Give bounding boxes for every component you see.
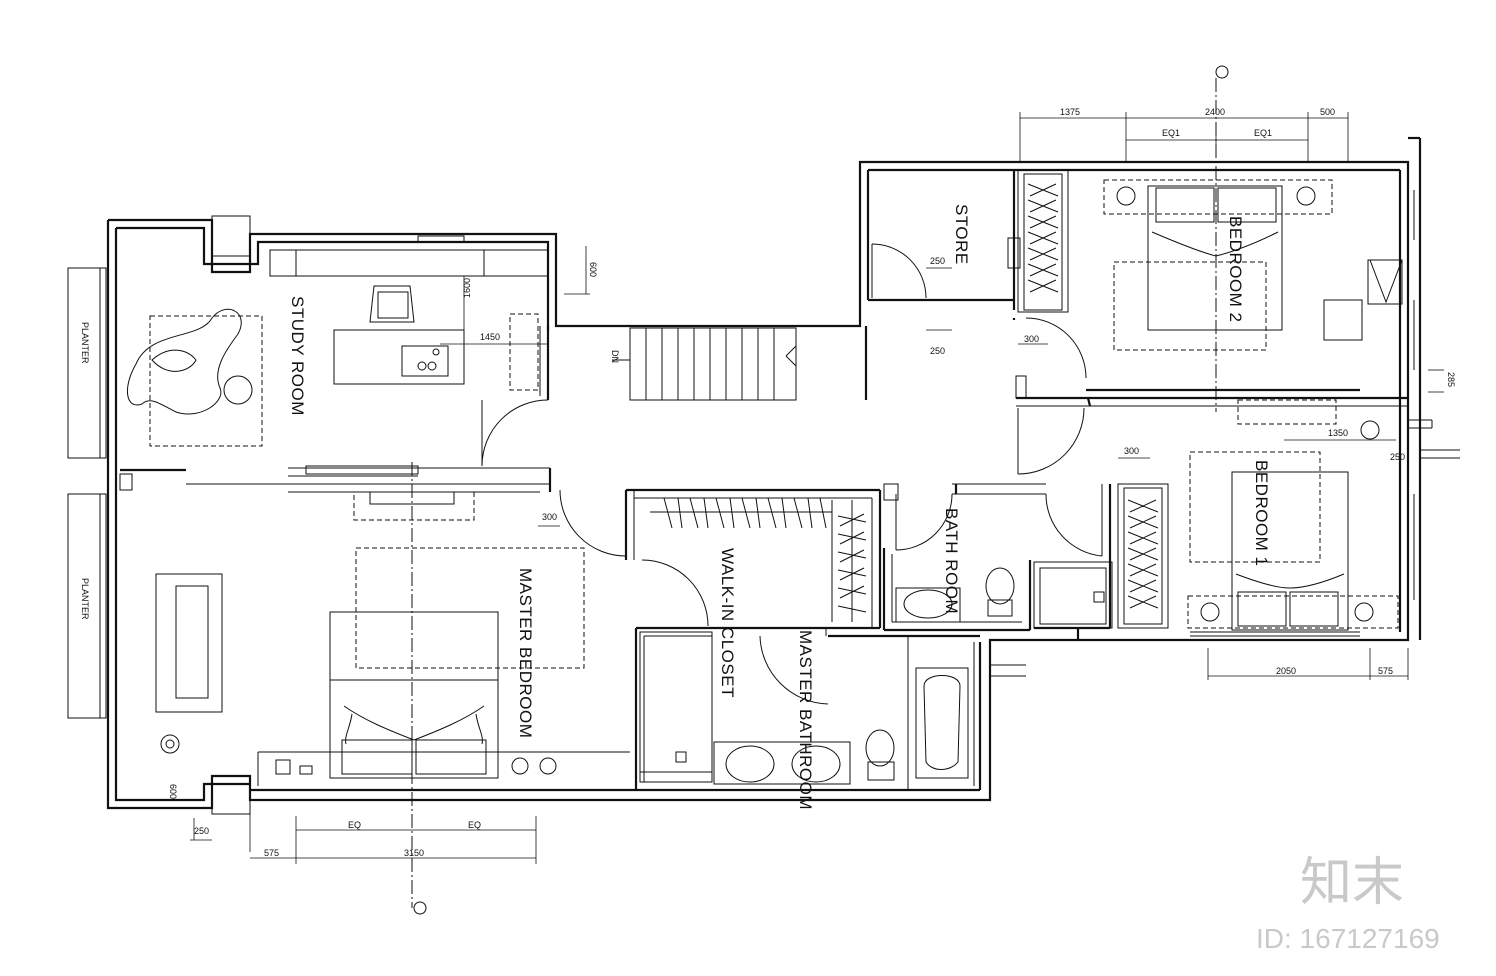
dim-2050: 2050 — [1276, 666, 1296, 676]
bedroom1-furniture — [1187, 420, 1399, 631]
bath-fixtures — [675, 567, 1105, 785]
windows — [417, 190, 1415, 637]
bedroom2-furniture — [1103, 179, 1403, 425]
dim-500: 500 — [1320, 107, 1335, 117]
planter-bottom: PLANTER — [67, 493, 107, 719]
wardrobes — [650, 169, 1169, 629]
center-lines — [411, 65, 1229, 915]
master-bedroom-label: MASTER BEDROOM — [516, 568, 535, 738]
master-bathroom-label: MASTER BATHROOM — [796, 630, 815, 810]
doors — [481, 243, 1103, 705]
bedroom2-label: BEDROOM 2 — [1226, 216, 1245, 323]
dim-300-a: 300 — [1024, 334, 1039, 344]
interior-walls — [120, 170, 1408, 790]
dim-2400: 2400 — [1205, 107, 1225, 117]
dim-575-a: 575 — [1378, 666, 1393, 676]
planter-bottom-label: PLANTER — [80, 578, 90, 620]
dim-600-b: 600 — [168, 784, 178, 799]
study-furniture — [126, 249, 549, 447]
dimension-lines — [190, 112, 1444, 864]
staircase: DN — [610, 326, 868, 401]
bedroom1-label: BEDROOM 1 — [1252, 460, 1271, 567]
study-room-label: STUDY ROOM — [288, 296, 307, 416]
dim-300-c: 300 — [542, 512, 557, 522]
exterior-walls — [106, 136, 1460, 815]
dim-eq1-a: EQ1 — [1162, 128, 1180, 138]
dim-1600: 1600 — [462, 278, 472, 298]
dim-1450: 1450 — [480, 332, 500, 342]
store-label: STORE — [952, 204, 971, 265]
dim-250-c: 250 — [1390, 452, 1405, 462]
dim-600: 600 — [588, 262, 598, 277]
watermark-id: ID: 167127169 — [1256, 923, 1440, 954]
planter-top-label: PLANTER — [80, 322, 90, 364]
dim-250-a: 250 — [930, 256, 945, 266]
dim-eq-a: EQ — [348, 820, 361, 830]
dim-eq1-b: EQ1 — [1254, 128, 1272, 138]
bath-room-label: BATH ROOM — [942, 508, 961, 614]
dim-250-b: 250 — [930, 346, 945, 356]
dim-1375: 1375 — [1060, 107, 1080, 117]
dim-1350: 1350 — [1328, 428, 1348, 438]
dim-3150: 3150 — [404, 848, 424, 858]
dim-250-d: 250 — [194, 826, 209, 836]
dim-300-b: 300 — [1124, 446, 1139, 456]
dim-eq-b: EQ — [468, 820, 481, 830]
dim-575-b: 575 — [264, 848, 279, 858]
planter-top: PLANTER — [67, 267, 107, 459]
watermark-logo: 知末 — [1300, 854, 1404, 912]
stair-dn-label: DN — [610, 350, 620, 363]
dim-285: 285 — [1446, 372, 1456, 387]
walk-in-closet-label: WALK-IN CLOSET — [718, 548, 737, 698]
